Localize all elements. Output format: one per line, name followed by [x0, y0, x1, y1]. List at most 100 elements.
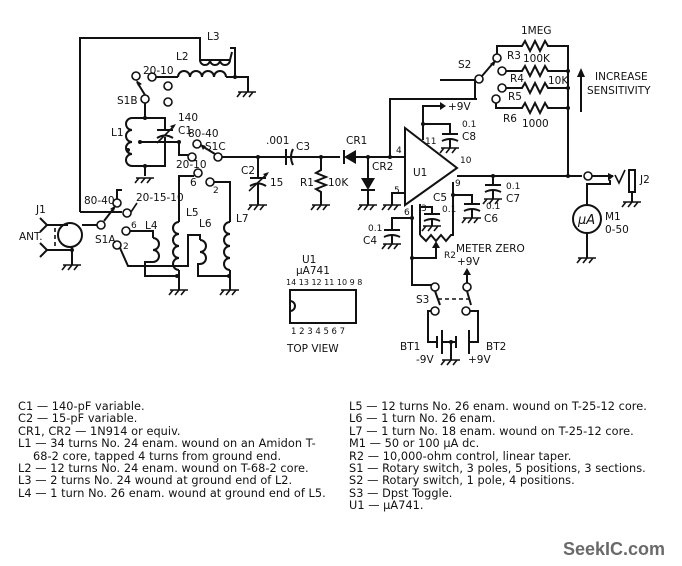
parts-list-item: U1 — μA741.	[349, 499, 424, 513]
switch-s1c[interactable]: 80-40 S1C 20-10 6 2	[176, 128, 290, 215]
svg-text:1000: 1000	[522, 118, 549, 130]
ground-symbol	[310, 204, 330, 211]
svg-text:20-10: 20-10	[176, 159, 207, 171]
capacitor-c4: 0.1 C4	[363, 205, 414, 247]
resistor-r4: 100K R4	[506, 53, 570, 85]
switch-s2[interactable]: S2	[440, 53, 507, 104]
r4-label: R4	[510, 73, 524, 85]
c1-label: C1	[178, 125, 192, 137]
ground-symbol	[482, 198, 502, 205]
microamp-symbol: μA	[577, 213, 595, 228]
svg-text:2: 2	[123, 242, 129, 252]
svg-text:TOP VIEW: TOP VIEW	[286, 343, 339, 355]
inductor-l5: L5	[172, 207, 199, 290]
parts-list-item: S2 — Rotary switch, 1 pole, 4 positions.	[349, 474, 575, 488]
cr1-label: CR1	[346, 135, 367, 147]
svg-text:5: 5	[394, 186, 400, 196]
ground-symbol	[219, 289, 239, 296]
l4-label: L4	[145, 220, 158, 232]
output-line	[457, 169, 626, 185]
schematic-diagram: L3 L2 20-10 S1B L1	[19, 25, 651, 366]
svg-text:0.1: 0.1	[506, 182, 520, 192]
resistor-r3: 1MEG R3	[496, 25, 569, 176]
ic-pinout-u1: U1 μA741 14 13 12 11 10 9 8 1 2 3 4 5 6 …	[286, 254, 362, 355]
ground-symbol	[621, 201, 641, 208]
j2-label: J2	[639, 174, 650, 186]
l7-label: L7	[236, 213, 249, 225]
switch-s1b[interactable]: 20-10 S1B	[117, 65, 174, 118]
svg-text:140: 140	[178, 112, 198, 124]
svg-text:1MEG: 1MEG	[521, 25, 552, 37]
ground-symbol	[576, 257, 596, 264]
c8-label: C8	[462, 131, 476, 143]
resistor-r5: 10K R5	[506, 75, 570, 103]
svg-text:0.1: 0.1	[486, 202, 500, 212]
parts-list-item: L2 — 12 turns No. 24 enam. wound on T-68…	[18, 462, 309, 476]
svg-text:11: 11	[425, 137, 436, 147]
parts-list-item: L1 — 34 turns No. 24 enam. wound on an A…	[18, 437, 316, 463]
ground-symbol	[61, 264, 81, 271]
cr2-label: CR2	[372, 161, 393, 173]
c4-label: C4	[363, 235, 377, 247]
svg-text:4: 4	[396, 146, 402, 156]
svg-text:U1: U1	[302, 254, 316, 266]
ground-symbol	[381, 204, 401, 211]
parts-list-item: C1 — 140-pF variable.	[18, 400, 145, 413]
r2-label: R2	[444, 251, 456, 261]
parts-list-item: L5 — 12 turns No. 26 enam. wound on T-25…	[349, 400, 647, 413]
parts-list-item: R2 — 10,000-ohm control, linear taper.	[349, 449, 572, 463]
parts-list-item: M1 — 50 or 100 μA dc.	[349, 437, 480, 451]
c7-label: C7	[506, 193, 520, 205]
l6-label: L6	[199, 218, 212, 230]
svg-text:+9V: +9V	[457, 256, 480, 268]
j1-label: J1	[35, 204, 46, 216]
svg-text:0.1: 0.1	[368, 224, 382, 234]
increase-sensitivity-indicator: INCREASE SENSITIVITY	[577, 68, 651, 112]
switch-s3[interactable]: +9V S3	[411, 256, 480, 343]
l2-label: L2	[176, 51, 189, 63]
l3-label: L3	[207, 31, 220, 43]
svg-text:20-10: 20-10	[143, 65, 174, 77]
svg-text:10K: 10K	[548, 75, 569, 87]
switch-s1a[interactable]: 80-40 20-15-10 6 2 S1A	[84, 189, 184, 267]
meter-zero-label: METER ZERO	[456, 243, 525, 255]
svg-text:SENSITIVITY: SENSITIVITY	[587, 85, 651, 97]
antenna-jack-j1[interactable]: J1 ANT.	[19, 204, 100, 265]
m1-label: M1	[605, 211, 621, 223]
inductor-l1: L1	[111, 116, 147, 176]
inductor-l4: L4	[144, 220, 177, 277]
svg-text:80-40: 80-40	[188, 128, 219, 140]
l5-label: L5	[186, 207, 199, 219]
capacitor-c6: 0.1 C6	[453, 194, 500, 225]
svg-text:2: 2	[213, 186, 219, 196]
wire-loop-top	[79, 37, 233, 213]
svg-text:100K: 100K	[523, 53, 551, 65]
parts-list-item: L7 — 1 turn No. 18 enam. wound on T-25-1…	[349, 424, 634, 438]
ground-symbol	[357, 204, 377, 211]
r1-label: R1	[300, 177, 314, 189]
svg-text:10K: 10K	[328, 177, 349, 189]
capacitor-c2[interactable]: C2 15	[241, 155, 283, 205]
parts-list-item: L6 — 1 turn No. 26 enam.	[349, 412, 496, 426]
watermark: SeekIC.com	[563, 539, 666, 559]
svg-text:20-15-10: 20-15-10	[136, 192, 184, 204]
s2-label: S2	[458, 59, 471, 71]
inductor-l2: L2	[155, 51, 249, 92]
c6-label: C6	[484, 213, 498, 225]
jack-j2[interactable]: J2	[628, 169, 650, 202]
ground-symbol	[461, 217, 481, 224]
capacitor-c8: 0.1 C8	[423, 120, 476, 148]
capacitor-c5: C5 0.1	[419, 192, 456, 235]
svg-text:1 2 3 4 5 6 7: 1 2 3 4 5 6 7	[291, 327, 345, 337]
c5-label: C5	[433, 192, 447, 204]
svg-text:INCREASE: INCREASE	[595, 71, 648, 83]
meter-m1: μA M1 0-50	[572, 180, 629, 258]
battery-bt2: BT2 +9V	[449, 330, 506, 366]
svg-text:.001: .001	[266, 135, 289, 147]
parts-list-item: CR1, CR2 — 1N914 or equiv.	[18, 424, 181, 438]
capacitor-c1[interactable]: 140 C1	[140, 112, 198, 167]
svg-text:-9V: -9V	[416, 354, 434, 366]
svg-text:80-40: 80-40	[84, 195, 115, 207]
s1a-label: S1A	[95, 234, 116, 246]
svg-text:0.1: 0.1	[462, 120, 476, 130]
